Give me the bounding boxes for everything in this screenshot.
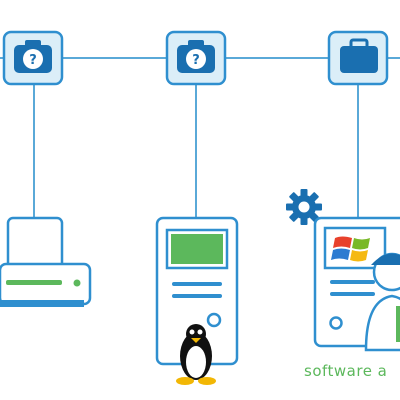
- camera-question-icon: ?: [177, 40, 215, 73]
- linux-penguin-icon: [176, 324, 216, 385]
- server-tower-icon: [155, 216, 239, 366]
- person-icon: [364, 252, 400, 352]
- printer-icon: [0, 216, 92, 307]
- briefcase-icon: [340, 38, 378, 73]
- caption-text: software a: [304, 362, 388, 380]
- switch-node-3[interactable]: [327, 30, 389, 86]
- windows-server-device[interactable]: [313, 216, 400, 352]
- question-glyph: ?: [29, 53, 37, 68]
- gear-icon: [286, 189, 322, 225]
- question-glyph: ?: [192, 53, 200, 68]
- printer-device[interactable]: [0, 216, 92, 307]
- windows-logo-icon: [331, 236, 370, 262]
- camera-question-icon: ?: [14, 40, 52, 73]
- switch-node-2[interactable]: ?: [165, 30, 227, 86]
- switch-node-1[interactable]: ?: [2, 30, 64, 86]
- linux-server-device[interactable]: [155, 216, 239, 385]
